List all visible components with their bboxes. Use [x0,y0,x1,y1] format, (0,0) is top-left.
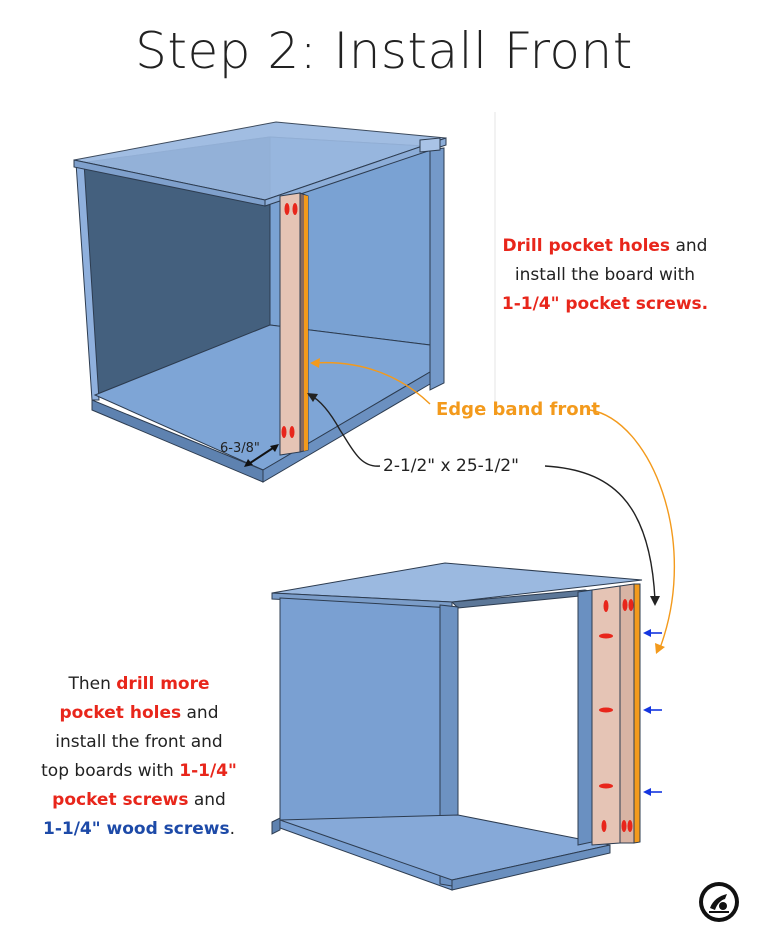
pocket-hole [599,707,613,713]
board-dimension-label: 2-1/2" x 25-1/2" [383,456,519,476]
bottom-cabinet-bottom-edge [271,817,281,835]
pocket-hole [284,203,290,215]
leader-arrowhead [650,596,660,606]
note-bottom-text: . [229,819,236,839]
bottom-cabinet [271,562,643,891]
note-bottom-highlight: pocket holes [59,703,182,723]
top-cabinet [73,121,447,483]
logo-icon [699,882,739,922]
pocket-hole [281,426,287,438]
wood-screw-arrows [643,629,662,796]
note-bottom-text: top boards with [41,761,180,781]
note-bottom-text: and [181,703,219,723]
edge-band-label: Edge band front [436,399,601,420]
leader-arrowhead [307,393,318,402]
note-bottom-text: and [188,790,226,810]
note-top-line3: 1-1/4" pocket screws. [501,294,709,314]
top-cabinet-bottom-panel [93,324,431,471]
top-pocket-holes [281,203,298,438]
bottom-cabinet-bottom-front [451,844,611,891]
pocket-hole [601,820,607,832]
note-top: Drill pocket holes and install the board… [470,232,740,319]
front-board-edge-band [304,195,308,451]
bottom-cabinet-bottom-panel [279,814,611,881]
pocket-hole [599,783,613,789]
leader-arrowhead [310,358,320,368]
offset-dimension-arrow [244,444,279,467]
pocket-hole [628,599,634,611]
edge-band-leaders [313,361,675,649]
note-bottom-line3: install the front and [55,732,223,752]
top-cabinet-top-lip [419,137,441,153]
note-bottom-highlight: drill more [116,674,210,694]
page-title: Step 2: Install Front [135,22,633,80]
pocket-hole [603,600,609,612]
pocket-hole [622,599,628,611]
top-cabinet-bottom-right-edge [262,371,431,483]
pocket-hole [292,203,298,215]
top-board-edge [619,583,635,844]
pocket-hole [599,633,613,639]
leader-arrowhead [655,643,665,654]
note-top-highlight: Drill pocket holes [502,236,671,256]
front-board [279,192,301,456]
pocket-hole [289,426,295,438]
note-top-text: and [670,236,708,256]
bottom-pocket-holes [599,599,634,832]
board-dimension-leaders [309,394,656,601]
note-bottom-highlight: 1-1/4" [179,761,237,781]
note-bottom-highlight: pocket screws [52,790,189,810]
note-bottom-wood-screws: 1-1/4" wood screws [42,819,230,839]
front-stile [591,585,621,846]
note-bottom: Then drill more pocket holes and install… [24,670,254,844]
edge-band-strip [633,583,641,844]
bottom-cabinet-inner-upright [577,589,593,846]
top-cabinet-top-right-edge [264,137,447,207]
pocket-hole [621,820,627,832]
offset-dimension-label: 6-3/8" [220,441,260,456]
note-bottom-text: Then [68,674,117,694]
note-top-line2: install the board with [514,265,696,285]
top-cabinet-right-panel [429,147,445,391]
pocket-hole [627,820,633,832]
